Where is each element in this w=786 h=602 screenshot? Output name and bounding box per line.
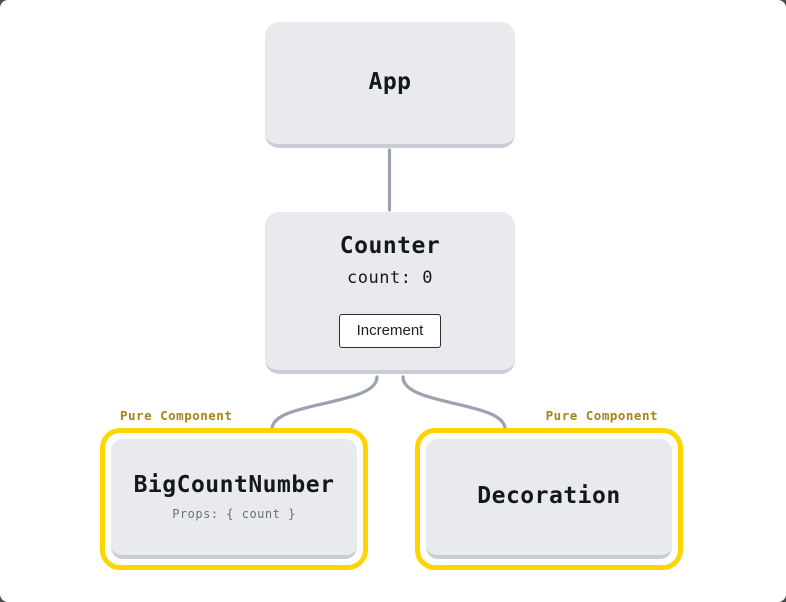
bigcountnumber-props-label: Props: { count } [172,507,296,522]
node-counter-title: Counter [339,233,441,260]
edge-counter-decoration [401,375,507,431]
pure-card-decoration: Decoration [415,428,683,570]
pure-component-badge-right: Pure Component [545,408,658,423]
edge-counter-bigcountnumber [270,375,379,431]
node-decoration: Decoration [426,439,672,559]
node-app: App [265,22,515,148]
node-bigcountnumber: BigCountNumber Props: { count } [111,439,357,559]
node-bigcountnumber-title: BigCountNumber [133,471,335,498]
node-app-title: App [368,69,412,96]
pure-component-badge-left: Pure Component [120,408,233,423]
increment-button[interactable]: Increment [338,313,442,348]
node-counter: Counter count: 0 Increment [265,212,515,374]
pure-card-bigcountnumber: BigCountNumber Props: { count } [100,428,368,570]
node-decoration-title: Decoration [477,483,621,510]
counter-state-value: count: 0 [347,267,433,288]
